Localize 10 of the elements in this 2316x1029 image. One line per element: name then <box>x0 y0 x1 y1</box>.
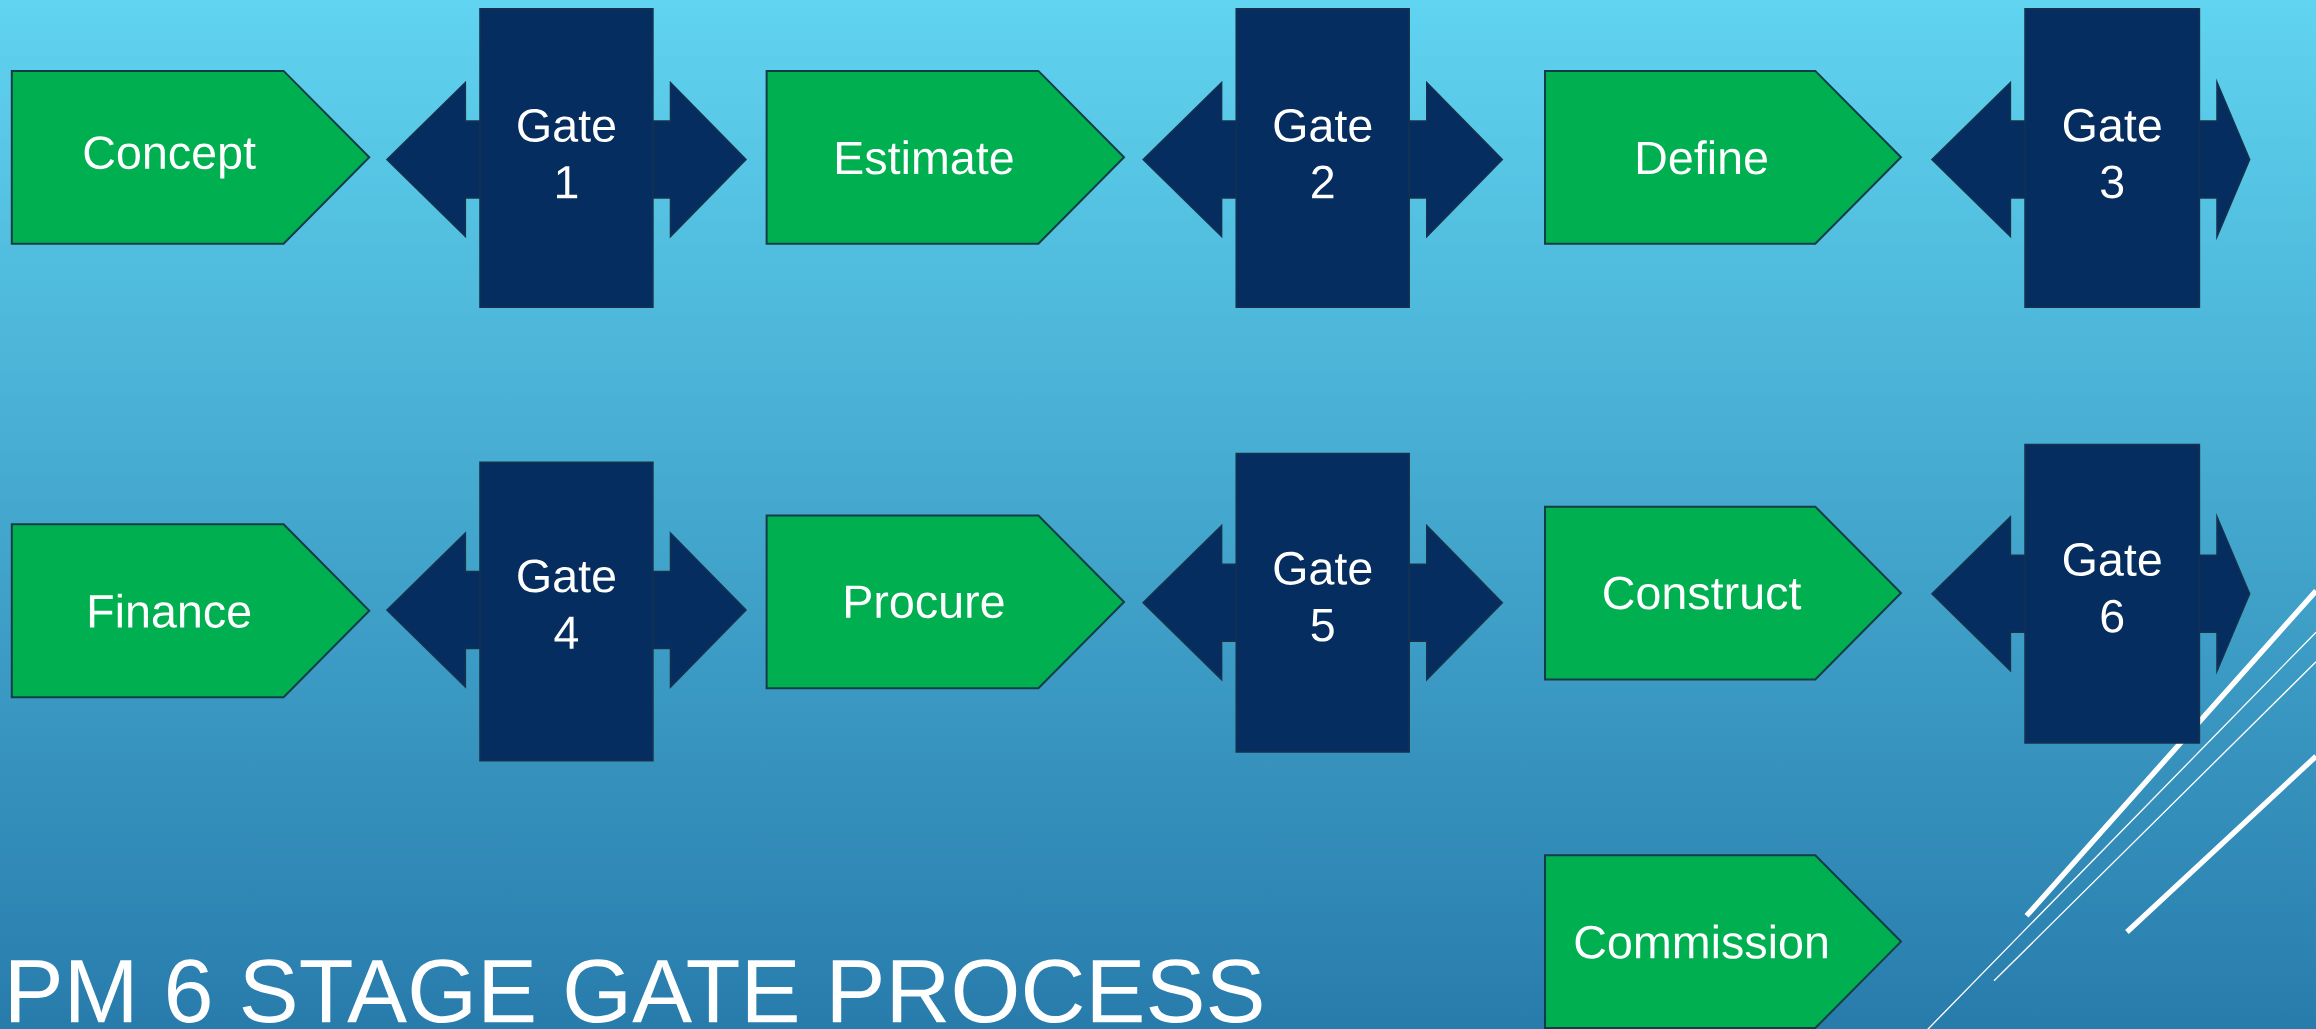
gate-block: Gate 2 <box>1142 8 1504 309</box>
stage-box: Commission <box>1544 854 1903 1029</box>
stage-box: Define <box>1544 69 1903 245</box>
stage-box: Finance <box>10 523 371 699</box>
stage-box: Construct <box>1544 505 1903 681</box>
stage-box: Estimate <box>765 69 1126 245</box>
gate-block: Gate 5 <box>1142 452 1504 753</box>
slide-title: PM 6 STAGE GATE PROCESS <box>11 959 1262 1023</box>
stage-box: Procure <box>765 514 1126 690</box>
stage-box: Concept <box>10 69 371 245</box>
